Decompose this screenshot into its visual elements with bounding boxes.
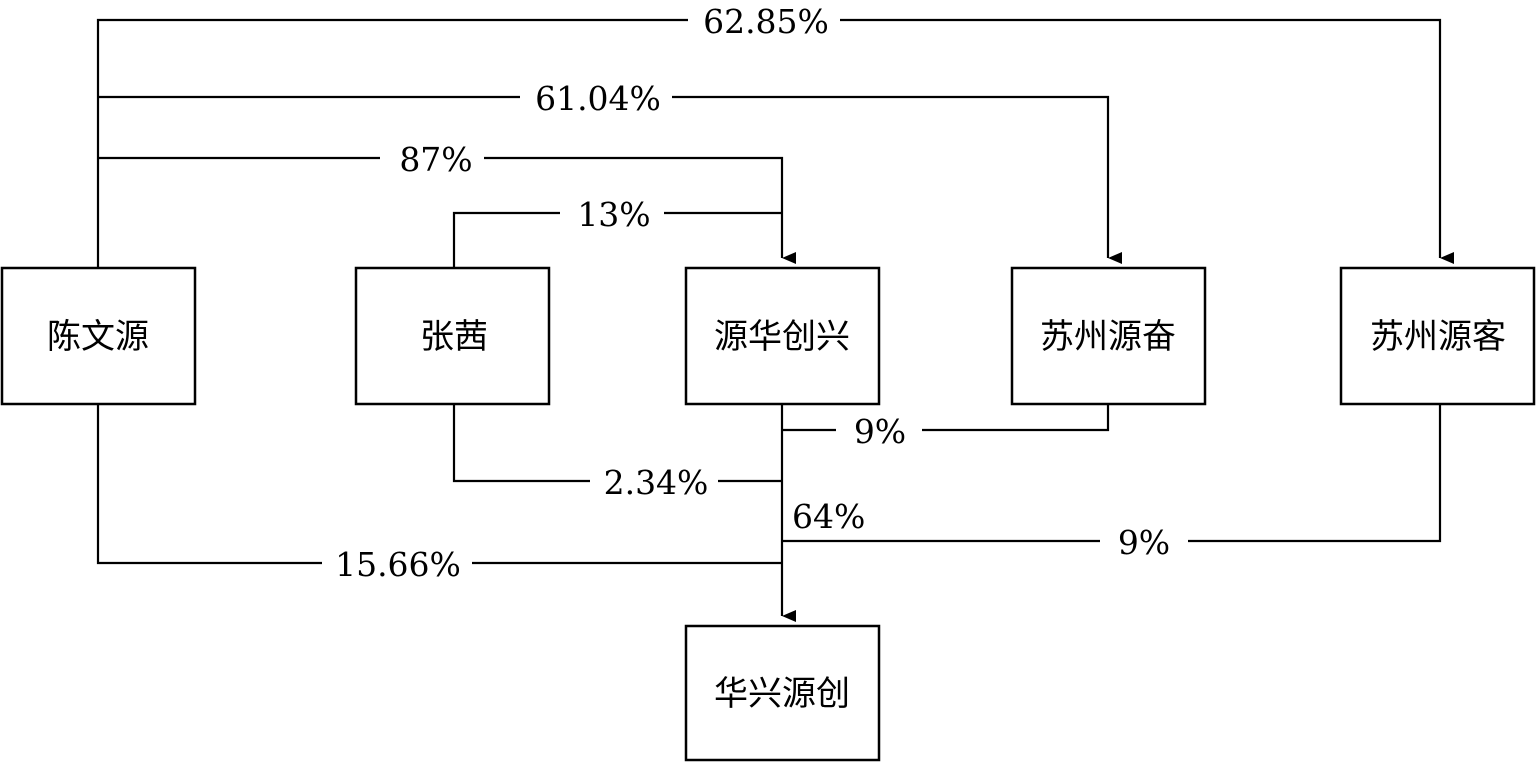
- pct-zhang-to-huaxing: 2.34%: [604, 463, 709, 502]
- node-suzhou-yuanfen: 苏州源奋: [1010, 266, 1207, 406]
- node-yuanhua-chuangxing: 源华创兴: [684, 266, 881, 406]
- node-label-zhang-qian: 张茜: [420, 317, 488, 357]
- edge-label-chen-to-yuanke: 62.85%: [688, 2, 840, 41]
- edge-zhang-to-chuangxing: [452, 211, 782, 268]
- edge-label-zhang-to-huaxing: 2.34%: [590, 463, 718, 502]
- pct-chen-to-huaxing: 15.66%: [335, 545, 461, 584]
- node-suzhou-yuanke: 苏州源客: [1339, 266, 1536, 406]
- node-label-chen-wenyuan: 陈文源: [47, 317, 149, 357]
- pct-chen-to-chuangxing: 87%: [399, 140, 472, 179]
- node-label-huaxing-yuanchuang: 华兴源创: [714, 674, 850, 714]
- node-label-suzhou-yuanke: 苏州源客: [1370, 317, 1506, 357]
- node-huaxing-yuanchuang: 华兴源创: [684, 624, 881, 762]
- edge-label-chen-to-chuangxing: 87%: [380, 140, 484, 179]
- edge-yuanke-to-huaxing: [782, 404, 1442, 543]
- pct-yuanke-to-huaxing: 9%: [1118, 523, 1170, 562]
- edge-label-zhang-to-chuangxing: 13%: [560, 195, 664, 234]
- node-chen-wenyuan: 陈文源: [0, 266, 197, 406]
- edge-label-chuangxing-to-huaxing: 64%: [792, 497, 865, 536]
- edge-label-yuanfen-to-huaxing: 9%: [836, 412, 922, 451]
- pct-zhang-to-chuangxing: 13%: [577, 195, 650, 234]
- edge-chen-to-yuanfen: [98, 95, 1122, 264]
- edge-chen-to-chuangxing: [98, 156, 796, 264]
- edge-yuanfen-to-huaxing: [782, 404, 1110, 432]
- edge-chen-to-huaxing: [96, 404, 782, 565]
- edge-label-chen-to-huaxing: 15.66%: [322, 545, 472, 584]
- edge-chen-to-yuanke: [96, 18, 1454, 268]
- edge-label-yuanke-to-huaxing: 9%: [1100, 523, 1188, 562]
- pct-yuanfen-to-huaxing: 9%: [854, 412, 906, 451]
- node-label-suzhou-yuanfen: 苏州源奋: [1040, 317, 1176, 357]
- edge-label-chen-to-yuanfen: 61.04%: [520, 79, 672, 118]
- node-label-yuanhua-chuangxing: 源华创兴: [714, 317, 850, 357]
- pct-chen-to-yuanfen: 61.04%: [535, 79, 661, 118]
- pct-chuangxing-to-huaxing: 64%: [792, 497, 865, 536]
- node-zhang-qian: 张茜: [354, 266, 551, 406]
- pct-chen-to-yuanke: 62.85%: [703, 2, 829, 41]
